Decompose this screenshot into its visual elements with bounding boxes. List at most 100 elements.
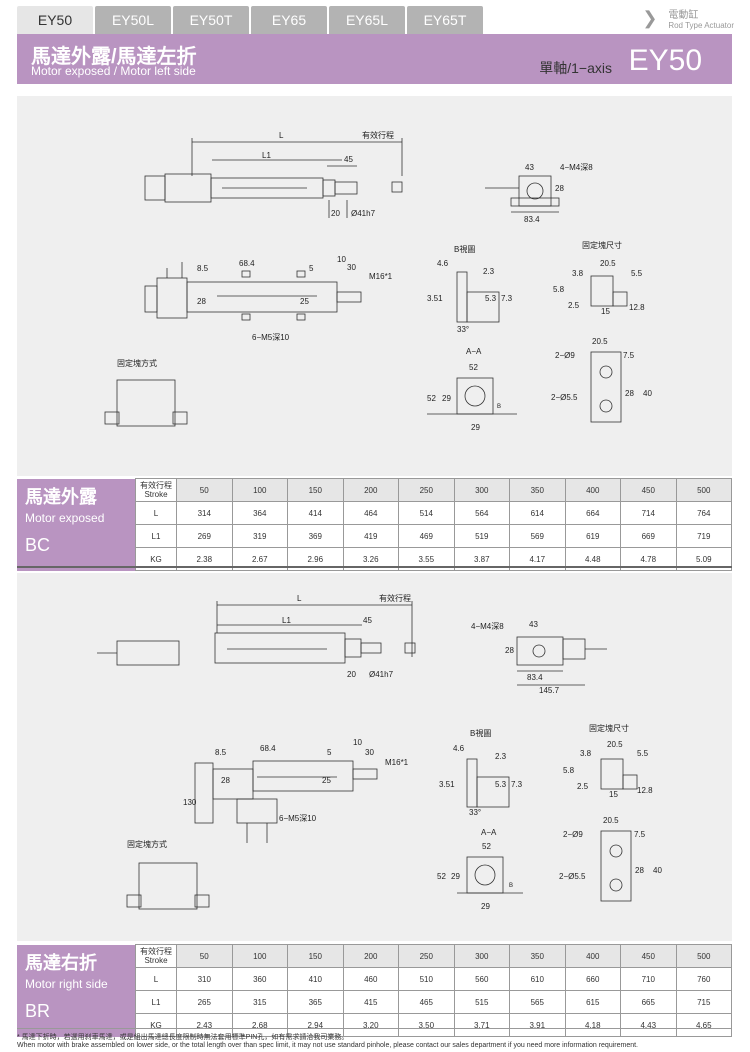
table-bc-code: BC <box>25 534 51 555</box>
brand: ❯ 電動缸 Rod Type Actuator <box>642 6 734 30</box>
dim-20-5-c-br: 20.5 <box>603 816 619 825</box>
table-bc-stroke-head: 有效行程 Stroke <box>135 478 177 502</box>
dim-29-v-br: 29 <box>451 872 460 881</box>
table-br-stroke-head: 有效行程 Stroke <box>135 944 177 968</box>
dim-83-4: 83.4 <box>524 215 540 224</box>
dim-2-3: 2.3 <box>483 267 495 276</box>
dim-12-8-br: 12.8 <box>637 786 653 795</box>
table-row: L1 269 319 369 419 469 519 569 619 669 7… <box>17 524 732 548</box>
dim-L-br: L <box>297 594 302 603</box>
dim-15-br: 15 <box>609 790 618 799</box>
drawing-panel-br: L 有效行程 L1 45 20 Ø41h7 4−M4深8 43 28 83.4 … <box>17 573 732 941</box>
dim-15: 15 <box>601 307 610 316</box>
dim-hole5-5-br: 2−Ø5.5 <box>559 872 586 881</box>
dim-5: 5 <box>309 264 314 273</box>
table-cell: 350 <box>509 944 566 968</box>
fix-block-method-view <box>104 379 188 427</box>
section-divider <box>17 566 732 568</box>
dim-L: L <box>279 131 284 140</box>
tab-ey65[interactable]: EY65 <box>251 6 327 34</box>
dim-10-br: 10 <box>353 738 362 747</box>
table-cell: 3.20 <box>342 1013 399 1037</box>
dim-7-3: 7.3 <box>501 294 513 303</box>
dim-33: 33° <box>457 325 469 334</box>
table-cell: 365 <box>287 990 344 1014</box>
dim-52: 52 <box>469 363 478 372</box>
dim-8-5: 8.5 <box>197 264 209 273</box>
brand-zh: 電動缸 <box>668 10 699 21</box>
side-view-bottom-br <box>194 760 378 843</box>
dim-30: 30 <box>347 263 356 272</box>
side-view-top <box>144 138 403 218</box>
table-cell: 150 <box>287 944 344 968</box>
dim-43-br: 43 <box>529 620 538 629</box>
table-cell: 400 <box>564 478 621 502</box>
fix-block-size-view <box>590 275 628 307</box>
fix-block-method-title-br: 固定塊方式 <box>127 839 167 849</box>
dim-3-8: 3.8 <box>572 269 584 278</box>
dim-5-8: 5.8 <box>553 285 565 294</box>
table-cell: 565 <box>509 990 566 1014</box>
tab-ey50[interactable]: EY50 <box>17 6 93 34</box>
dim-52-v-br: 52 <box>437 872 446 881</box>
table-cell: 50 <box>176 944 233 968</box>
dim-tap-top: 4−M4深8 <box>560 163 593 172</box>
dim-28-c: 28 <box>625 389 634 398</box>
table-cell: 464 <box>342 501 399 525</box>
fix-block-plate <box>590 351 622 423</box>
table-cell: 560 <box>453 967 510 991</box>
dim-3-51: 3.51 <box>427 294 443 303</box>
dim-effective-stroke: 有效行程 <box>362 130 394 140</box>
dim-43: 43 <box>525 163 534 172</box>
dim-5-5-br: 5.5 <box>637 749 649 758</box>
dim-5-3: 5.3 <box>485 294 497 303</box>
tab-ey65l[interactable]: EY65L <box>329 6 405 34</box>
table-cell: 415 <box>342 990 399 1014</box>
dim-20-5: 20.5 <box>600 259 616 268</box>
technical-drawing-br: L 有效行程 L1 45 20 Ø41h7 4−M4深8 43 28 83.4 … <box>97 593 662 911</box>
tab-ey65t[interactable]: EY65T <box>407 6 483 34</box>
table-cell: 519 <box>453 524 510 548</box>
table-cell: 764 <box>675 501 732 525</box>
technical-drawing-bc: L 有效行程 L1 45 20 Ø41h7 43 4−M4深8 28 83.4 <box>104 130 652 432</box>
dim-rod-thread: M16*1 <box>369 272 393 281</box>
table-cell: 50 <box>176 478 233 502</box>
table-cell: 564 <box>453 501 510 525</box>
dim-8-5-br: 8.5 <box>215 748 227 757</box>
dim-28-br: 28 <box>505 646 514 655</box>
table-cell: 360 <box>231 967 288 991</box>
table-cell: 315 <box>231 990 288 1014</box>
dim-20-5-br: 20.5 <box>607 740 623 749</box>
table-br-label: 馬達右折 Motor right side BR <box>17 944 136 1037</box>
table-cell: 400 <box>564 944 621 968</box>
b-view <box>456 271 500 323</box>
label-b: B <box>497 404 501 410</box>
dim-tap-bottom: 6−M5深10 <box>252 333 290 342</box>
row-name: L1 <box>135 524 177 548</box>
table-cell: 500 <box>675 478 732 502</box>
dim-tap-bottom-br: 6−M5深10 <box>279 814 317 823</box>
tab-ey50t[interactable]: EY50T <box>173 6 249 34</box>
dim-4-6: 4.6 <box>437 259 449 268</box>
dim-2-5: 2.5 <box>568 301 580 310</box>
table-cell: 319 <box>231 524 288 548</box>
tab-ey50l[interactable]: EY50L <box>95 6 171 34</box>
dim-5-5: 5.5 <box>631 269 643 278</box>
table-cell: 450 <box>620 944 677 968</box>
dim-33-br: 33° <box>469 808 481 817</box>
fix-block-plate-br <box>600 830 632 902</box>
dim-tap-top-br: 4−M4深8 <box>471 622 504 631</box>
dim-3-51-br: 3.51 <box>439 780 455 789</box>
table-cell: 369 <box>287 524 344 548</box>
row-name: L <box>135 501 177 525</box>
dim-5-3-br: 5.3 <box>495 780 507 789</box>
table-cell: 3.71 <box>453 1013 510 1037</box>
dim-7-5: 7.5 <box>623 351 635 360</box>
table-cell: 710 <box>620 967 677 991</box>
table-cell: 4.43 <box>620 1013 677 1037</box>
table-cell: 200 <box>342 478 399 502</box>
dim-28-b-br: 28 <box>221 776 230 785</box>
dim-2-5-br: 2.5 <box>577 782 589 791</box>
table-cell: 4.65 <box>675 1013 732 1037</box>
dim-40-br: 40 <box>653 866 662 875</box>
